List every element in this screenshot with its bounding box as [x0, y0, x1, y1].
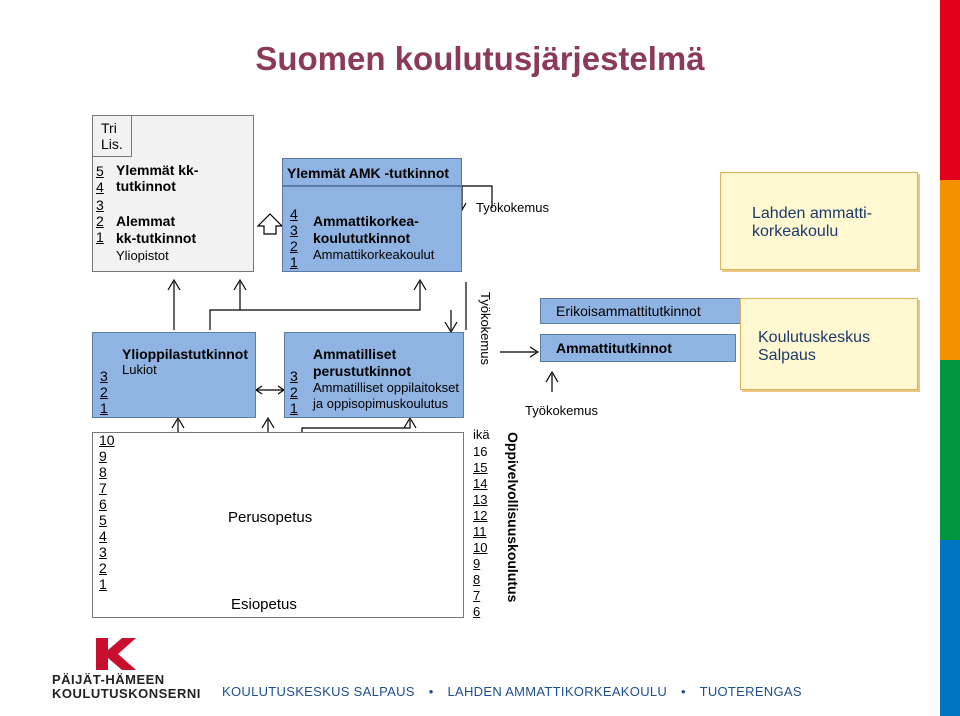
koulutuskonserni-logo-icon: [96, 638, 136, 670]
voc-year-1: 1: [290, 400, 298, 416]
basic-education-label: Perusopetus: [228, 509, 313, 526]
vocational-degree-line1: Ammatilliset: [313, 346, 397, 362]
logo-line1: PÄIJÄT-HÄMEEN: [52, 672, 165, 687]
lukio-year-2: 2: [100, 384, 108, 400]
amk-institution: Ammattikorkeakoulut: [313, 247, 435, 262]
age-9: 9: [473, 556, 481, 571]
doctorate-label: Tri: [101, 120, 117, 136]
grade-4: 4: [99, 528, 107, 544]
vocational-qual-box: [540, 334, 736, 362]
grade-10: 10: [99, 432, 115, 448]
upper-years: 5 4: [96, 163, 104, 195]
lukio-box: [92, 332, 256, 418]
footer-separator: •: [681, 684, 686, 699]
year-3: 3: [96, 197, 104, 213]
doctorate-box: [92, 115, 132, 157]
vocational-qual-label: Ammattitutkinnot: [556, 340, 672, 356]
amk-year-2: 2: [290, 238, 298, 254]
work-experience-bottom: Työkokemus: [525, 403, 598, 418]
work-experience-vertical: Työkokemus: [478, 292, 493, 365]
age-15: 15: [473, 460, 488, 475]
amk-upper-label: Ylemmät AMK -tutkinnot: [287, 165, 450, 181]
age-values: 16 15 14 13 12 11 10 9 8 7 6: [473, 444, 487, 620]
lukio-year-3: 3: [100, 368, 108, 384]
voc-year-2: 2: [290, 384, 298, 400]
page-title: Suomen koulutusjärjestelmä: [255, 40, 705, 77]
lukio-year-1: 1: [100, 400, 108, 416]
age-7: 7: [473, 588, 481, 603]
color-stripe-orange: [940, 180, 960, 360]
salpaus-box: [740, 298, 918, 390]
footer-item-tuoterengas[interactable]: TUOTERENGAS: [699, 684, 802, 699]
university-institution: Yliopistot: [116, 248, 169, 263]
vocational-inst-line2: ja oppisopimuskoulutus: [313, 396, 449, 411]
age-11: 11: [473, 524, 487, 539]
footer-item-salpaus[interactable]: KOULUTUSKESKUS SALPAUS: [222, 684, 415, 699]
salpaus-label: Koulutuskeskus Salpaus: [758, 329, 871, 364]
grade-5: 5: [99, 512, 107, 528]
year-4: 4: [96, 179, 104, 195]
lower-years: 3 2 1: [96, 197, 104, 245]
amk-degree-line2: koulututkinnot: [313, 230, 411, 246]
lower-degrees-line2: kk-tutkinnot: [116, 230, 197, 246]
specialist-label: Erikoisammattitutkinnot: [556, 303, 701, 319]
grade-2: 2: [99, 560, 107, 576]
amk-years: 4 3 2 1: [290, 206, 298, 270]
amk-year-1: 1: [290, 254, 298, 270]
color-stripe-red: [940, 0, 960, 180]
grade-9: 9: [99, 448, 107, 464]
voc-year-3: 3: [290, 368, 298, 384]
work-experience-top: Työkokemus: [476, 200, 549, 215]
logo-line2: KOULUTUSKONSERNI: [52, 686, 201, 701]
lukio-degree: Ylioppilastutkinnot: [122, 346, 248, 362]
licentiate-label: Lis.: [101, 136, 123, 152]
lower-degrees-line1: Alemmat: [116, 213, 176, 229]
grade-8: 8: [99, 464, 107, 480]
age-14: 14: [473, 476, 488, 491]
year-1: 1: [96, 229, 104, 245]
vocational-years: 3 2 1: [290, 368, 298, 416]
age-12: 12: [473, 508, 488, 523]
amk-year-3: 3: [290, 222, 298, 238]
pre-primary-label: Esiopetus: [231, 596, 297, 613]
footer-separator: •: [428, 684, 434, 699]
vocational-inst-line1: Ammatilliset oppilaitokset: [313, 380, 459, 395]
age-16: 16: [473, 444, 488, 459]
basic-grades: 10 9 8 7 6 5 4 3 2 1: [99, 432, 115, 592]
vocational-degree-line2: perustutkinnot: [313, 363, 411, 379]
year-2: 2: [96, 213, 104, 229]
color-stripe-blue: [940, 540, 960, 716]
compulsory-education-label: Oppivelvollisuuskoulutus: [505, 432, 521, 603]
amk-upper-box: [282, 158, 462, 186]
age-8: 8: [473, 572, 481, 587]
grade-6: 6: [99, 496, 107, 512]
footer-item-lamk[interactable]: LAHDEN AMMATTIKORKEAKOULU: [447, 684, 668, 699]
basic-education-box: [92, 432, 464, 618]
age-13: 13: [473, 492, 488, 507]
upper-degrees-label: Ylemmät kk-tutkinnot: [116, 162, 199, 194]
year-5: 5: [96, 163, 104, 179]
specialist-box: [540, 298, 756, 324]
amk-box: [282, 186, 462, 272]
age-10: 10: [473, 540, 488, 555]
grade-3: 3: [99, 544, 107, 560]
age-label: ikä: [473, 427, 490, 442]
amk-degree-line1: Ammattikorkea-: [313, 213, 419, 229]
lahden-amk-label: Lahden ammatti- korkeakoulu: [752, 205, 873, 240]
lahden-amk-box: [720, 172, 918, 270]
lukio-institution: Lukiot: [122, 362, 157, 377]
color-stripe-green: [940, 360, 960, 540]
age-6: 6: [473, 604, 481, 619]
amk-year-4: 4: [290, 206, 298, 222]
lukio-years: 3 2 1: [100, 368, 108, 416]
vocational-box: [284, 332, 464, 418]
footer: KOULUTUSKESKUS SALPAUS • LAHDEN AMMATTIK…: [222, 684, 812, 699]
grade-1: 1: [99, 576, 107, 592]
grade-7: 7: [99, 480, 107, 496]
